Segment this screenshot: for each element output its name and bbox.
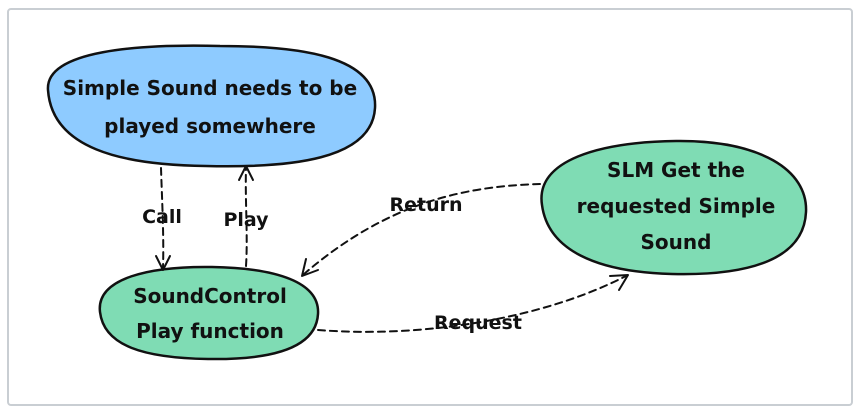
node-slm[interactable]: SLM Get the requested Simple Sound	[540, 139, 808, 276]
edge-request: Request	[317, 274, 629, 334]
edge-play: Play	[223, 165, 269, 267]
edge-call: Call	[142, 167, 182, 271]
edge-return-line	[303, 183, 541, 275]
edge-play-arrowhead	[238, 165, 254, 181]
edge-play-label: Play	[223, 209, 269, 231]
edge-return: Return	[301, 183, 541, 277]
edge-play-line	[244, 167, 248, 267]
edge-return-arrowhead	[301, 258, 319, 277]
node-slm-line-3: Sound	[641, 230, 712, 254]
node-slm-shape	[540, 139, 808, 276]
node-soundcontrol-line-1: SoundControl	[133, 284, 287, 308]
edge-call-label: Call	[142, 206, 182, 228]
node-simple-sound-shape	[46, 44, 377, 168]
node-slm-line-1: SLM Get the	[607, 158, 745, 182]
node-simple-sound-line-1: Simple Sound needs to be	[63, 76, 357, 100]
node-simple-sound[interactable]: Simple Sound needs to be played somewher…	[46, 44, 377, 168]
edge-call-arrowhead	[155, 255, 171, 271]
edge-request-arrowhead	[609, 274, 629, 291]
edge-request-label: Request	[434, 312, 522, 334]
edge-return-label: Return	[389, 194, 462, 216]
node-simple-sound-line-2: played somewhere	[104, 114, 316, 138]
node-soundcontrol-shape	[98, 265, 320, 361]
node-soundcontrol-line-2: Play function	[136, 319, 284, 343]
edge-call-line	[160, 167, 165, 269]
node-slm-line-2: requested Simple	[577, 194, 776, 218]
node-soundcontrol[interactable]: SoundControl Play function	[98, 265, 320, 361]
edge-request-line	[317, 275, 627, 333]
